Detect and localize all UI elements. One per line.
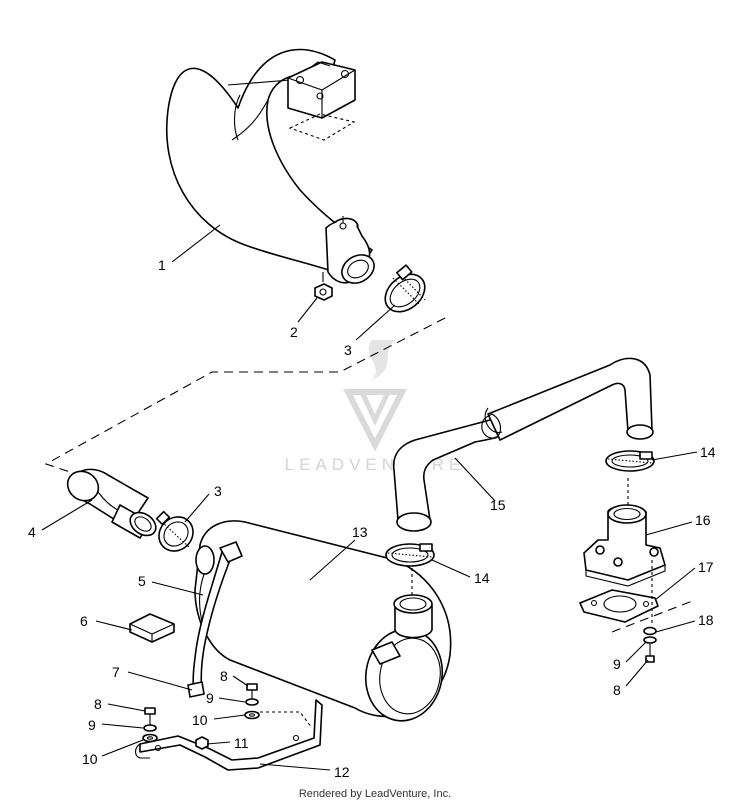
callout-8-right: 8 [613, 682, 621, 698]
nut-part-2[interactable] [314, 272, 333, 301]
callout-8-left: 8 [94, 696, 102, 712]
callout-13: 13 [352, 524, 368, 540]
callout-12: 12 [334, 764, 350, 780]
footer-credit: Rendered by LeadVenture, Inc. [298, 788, 452, 800]
flange-adapter-part-16[interactable] [583, 504, 666, 587]
hardware-stack-left[interactable] [142, 707, 158, 743]
connector-pipe-part-4[interactable] [62, 465, 160, 540]
hardware-stack-middle[interactable] [244, 683, 260, 720]
callout-1: 1 [158, 257, 166, 273]
callout-17: 17 [698, 559, 714, 575]
callout-11: 11 [234, 735, 249, 751]
tail-pipe-part-15[interactable] [392, 357, 654, 532]
callout-6: 6 [80, 613, 88, 629]
gasket-part-17[interactable] [579, 589, 659, 623]
callout-16: 16 [695, 512, 711, 528]
leadventure-watermark-logo [343, 340, 407, 452]
callout-14-right: 14 [700, 444, 716, 460]
callout-18: 18 [698, 612, 714, 628]
clamp-part-14-right[interactable] [605, 450, 655, 472]
pad-part-6[interactable] [129, 613, 175, 643]
strap-part-5[interactable] [187, 541, 243, 698]
callout-4: 4 [28, 524, 36, 540]
callout-15: 15 [490, 497, 506, 513]
hardware-stack-right[interactable] [643, 626, 657, 663]
callout-10-left: 10 [82, 751, 98, 767]
callout-10-middle: 10 [192, 712, 208, 728]
clamp-part-3-lower[interactable] [152, 510, 200, 558]
callout-5: 5 [138, 573, 146, 589]
callout-8-middle: 8 [220, 668, 228, 684]
callout-9-middle: 9 [206, 690, 214, 706]
leader-lines [41, 224, 698, 771]
callout-9-right: 9 [613, 656, 621, 672]
exhaust-pipe-part-1[interactable] [166, 48, 380, 289]
muffler-part-13[interactable] [194, 520, 452, 727]
callout-7: 7 [112, 664, 120, 680]
callout-3-upper: 3 [344, 342, 352, 358]
bracket-part-12[interactable] [134, 699, 323, 771]
callout-14-left: 14 [474, 570, 490, 586]
nut-part-11[interactable] [195, 736, 209, 750]
clamp-part-3-upper[interactable] [378, 264, 432, 319]
callout-3-lower: 3 [214, 483, 222, 499]
callout-9-left: 9 [88, 717, 96, 733]
callout-2: 2 [290, 324, 298, 340]
assembly-line-upper [44, 317, 446, 473]
clamp-part-14-left[interactable] [385, 543, 435, 567]
